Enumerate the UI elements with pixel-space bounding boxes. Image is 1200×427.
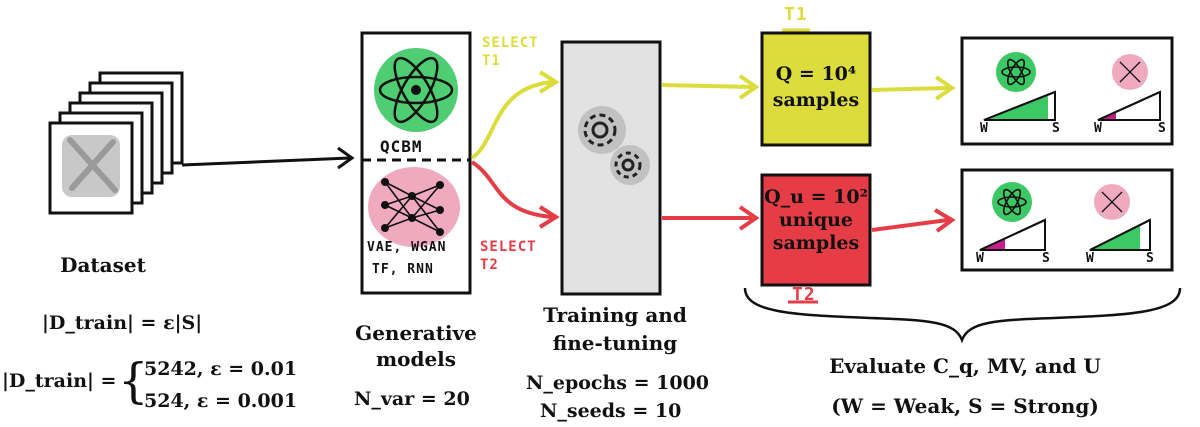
select-t2-label: SELECT T2 [480,239,537,273]
eval-box-t1 [960,36,1174,146]
qcbm-atom-icon [374,48,458,132]
q-samples-line-1: Q = 10⁴ [775,63,857,85]
arrow-select-t2 [470,160,560,229]
eval-t1-nn-gauge [1097,90,1161,121]
eval-t1-qcbm-gauge [983,90,1056,121]
eval-t2-atom-icon [992,182,1032,222]
dataset-case-2: 524, ε = 0.001 [144,390,298,412]
training-caption-2: fine-tuning [552,331,678,355]
arrow-training-to-qu [662,205,760,231]
evaluation-caption-1: Evaluate C_q, MV, and U [829,354,1101,378]
eval-t2-nn-s: S [1146,251,1155,266]
classical-models-label-2: TF, RNN [372,262,434,277]
t1-tag: T1 [784,4,808,25]
gear-icon [578,106,650,185]
eval-t2-nn-icon [1094,184,1130,220]
models-nvar: N_var = 20 [354,388,470,410]
classical-models-label-1: VAE, WGAN [367,240,447,255]
training-seeds: N_seeds = 10 [540,400,682,422]
arrow-qu-to-eval [871,208,956,233]
qcbm-label: QCBM [380,137,423,156]
neural-network-icon [368,167,460,247]
qu-samples-line-3: samples [772,232,860,254]
dataset-cases-lhs: |D_train| = [2,370,117,392]
eval-t1-nn-w: W [1094,121,1103,136]
arrow-training-to-q [661,74,760,100]
select-t1-label: SELECT T1 [482,35,539,69]
eval-t1-qcbm-s: S [1052,121,1061,136]
eval-t1-qcbm-w: W [980,121,989,136]
q-samples-box [760,31,872,147]
qu-samples-box [760,173,872,287]
eval-t2-qcbm-gauge [979,218,1046,251]
models-caption-1: Generative [355,321,477,345]
eval-t1-atom-icon [996,52,1036,92]
dataset-size-equation: |D_train| = ε|S| [42,312,203,334]
evaluation-brace [743,287,1182,344]
eval-t2-qcbm-s: S [1042,251,1051,266]
eval-t2-nn-w: W [1086,251,1095,266]
evaluation-caption-2: (W = Weak, S = Strong) [831,394,1099,418]
training-epochs: N_epochs = 1000 [526,372,710,394]
eval-t1-nn-s: S [1158,121,1167,136]
t2-tag: T2 [792,284,816,305]
arrow-q-to-eval [871,75,956,101]
dataset-stack-icon [48,71,184,215]
arrow-dataset-to-models [181,146,355,170]
arrow-select-t1 [470,70,560,160]
qu-samples-line-1: Q_u = 10² [764,186,868,208]
qu-samples-line-2: unique [778,209,854,231]
training-caption-1: Training and [543,303,687,327]
eval-t2-qcbm-w: W [976,251,985,266]
eval-t1-nn-icon [1112,54,1148,90]
dataset-case-1: 5242, ε = 0.01 [144,358,298,380]
eval-box-t2 [960,168,1174,272]
eval-t2-nn-gauge [1089,218,1151,251]
models-caption-2: models [375,347,457,371]
q-samples-line-2: samples [772,89,860,111]
dataset-title: Dataset [60,253,146,277]
cases-brace: { [118,353,149,409]
